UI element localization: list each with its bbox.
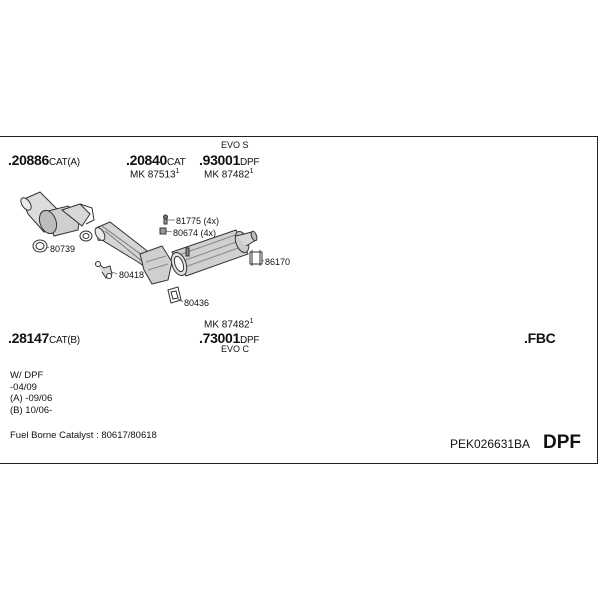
note-line-2: -04/09 (10, 381, 37, 393)
kit-type: DPF (543, 432, 581, 453)
dpf-unit-drawing (170, 229, 258, 277)
callout-86170: 86170 (265, 257, 291, 267)
callout-80418: 80418 (119, 270, 145, 280)
nut-80674-drawing (159, 227, 167, 235)
notes-block: W/ DPF -04/09 (A) -09/06 (B) 10/06- (10, 370, 52, 416)
clamp-drawing (79, 230, 93, 242)
gasket-80739-drawing (32, 239, 48, 253)
diagram-frame (0, 136, 598, 464)
bracket-80418-drawing (95, 261, 113, 279)
note-line-1: W/ DPF (10, 370, 44, 381)
variant-evo-s: EVO S (221, 140, 249, 150)
gasket-80436-drawing (167, 286, 182, 304)
clamp-86170-drawing (249, 250, 263, 266)
variant-evo-c: EVO C (221, 344, 250, 354)
part-fbc: .FBC (524, 330, 556, 346)
note-line-4: (B) 10/06- (10, 404, 53, 416)
part-28147: .28147CAT(B) (8, 330, 80, 346)
part-73001: .73001DPF (199, 330, 260, 346)
callout-80674: 80674 (4x) (173, 228, 217, 238)
part-20840: .20840CAT (126, 152, 186, 168)
kit-code: PEK026631BA (450, 437, 531, 451)
part-20886: .20886CAT(A) (8, 152, 80, 168)
note-line-3: (A) -09/06 (10, 393, 53, 404)
part-93001: .93001DPF (199, 152, 260, 168)
note-fuel-borne-catalyst: Fuel Borne Catalyst : 80617/80618 (10, 430, 157, 441)
leader-lines (46, 219, 265, 303)
mk-87482-top: MK 874821 (204, 168, 254, 181)
frame-right-edge (597, 136, 598, 464)
mk-87513: MK 875131 (130, 168, 180, 181)
callout-80739: 80739 (50, 244, 76, 254)
downpipe-drawing (139, 245, 173, 285)
callout-81775: 81775 (4x) (176, 216, 220, 226)
bolt-81775-drawing (163, 214, 168, 225)
callout-80436: 80436 (184, 298, 210, 308)
mk-87482-bottom: MK 874821 (204, 318, 254, 331)
catalyst-a-drawing (20, 191, 95, 237)
